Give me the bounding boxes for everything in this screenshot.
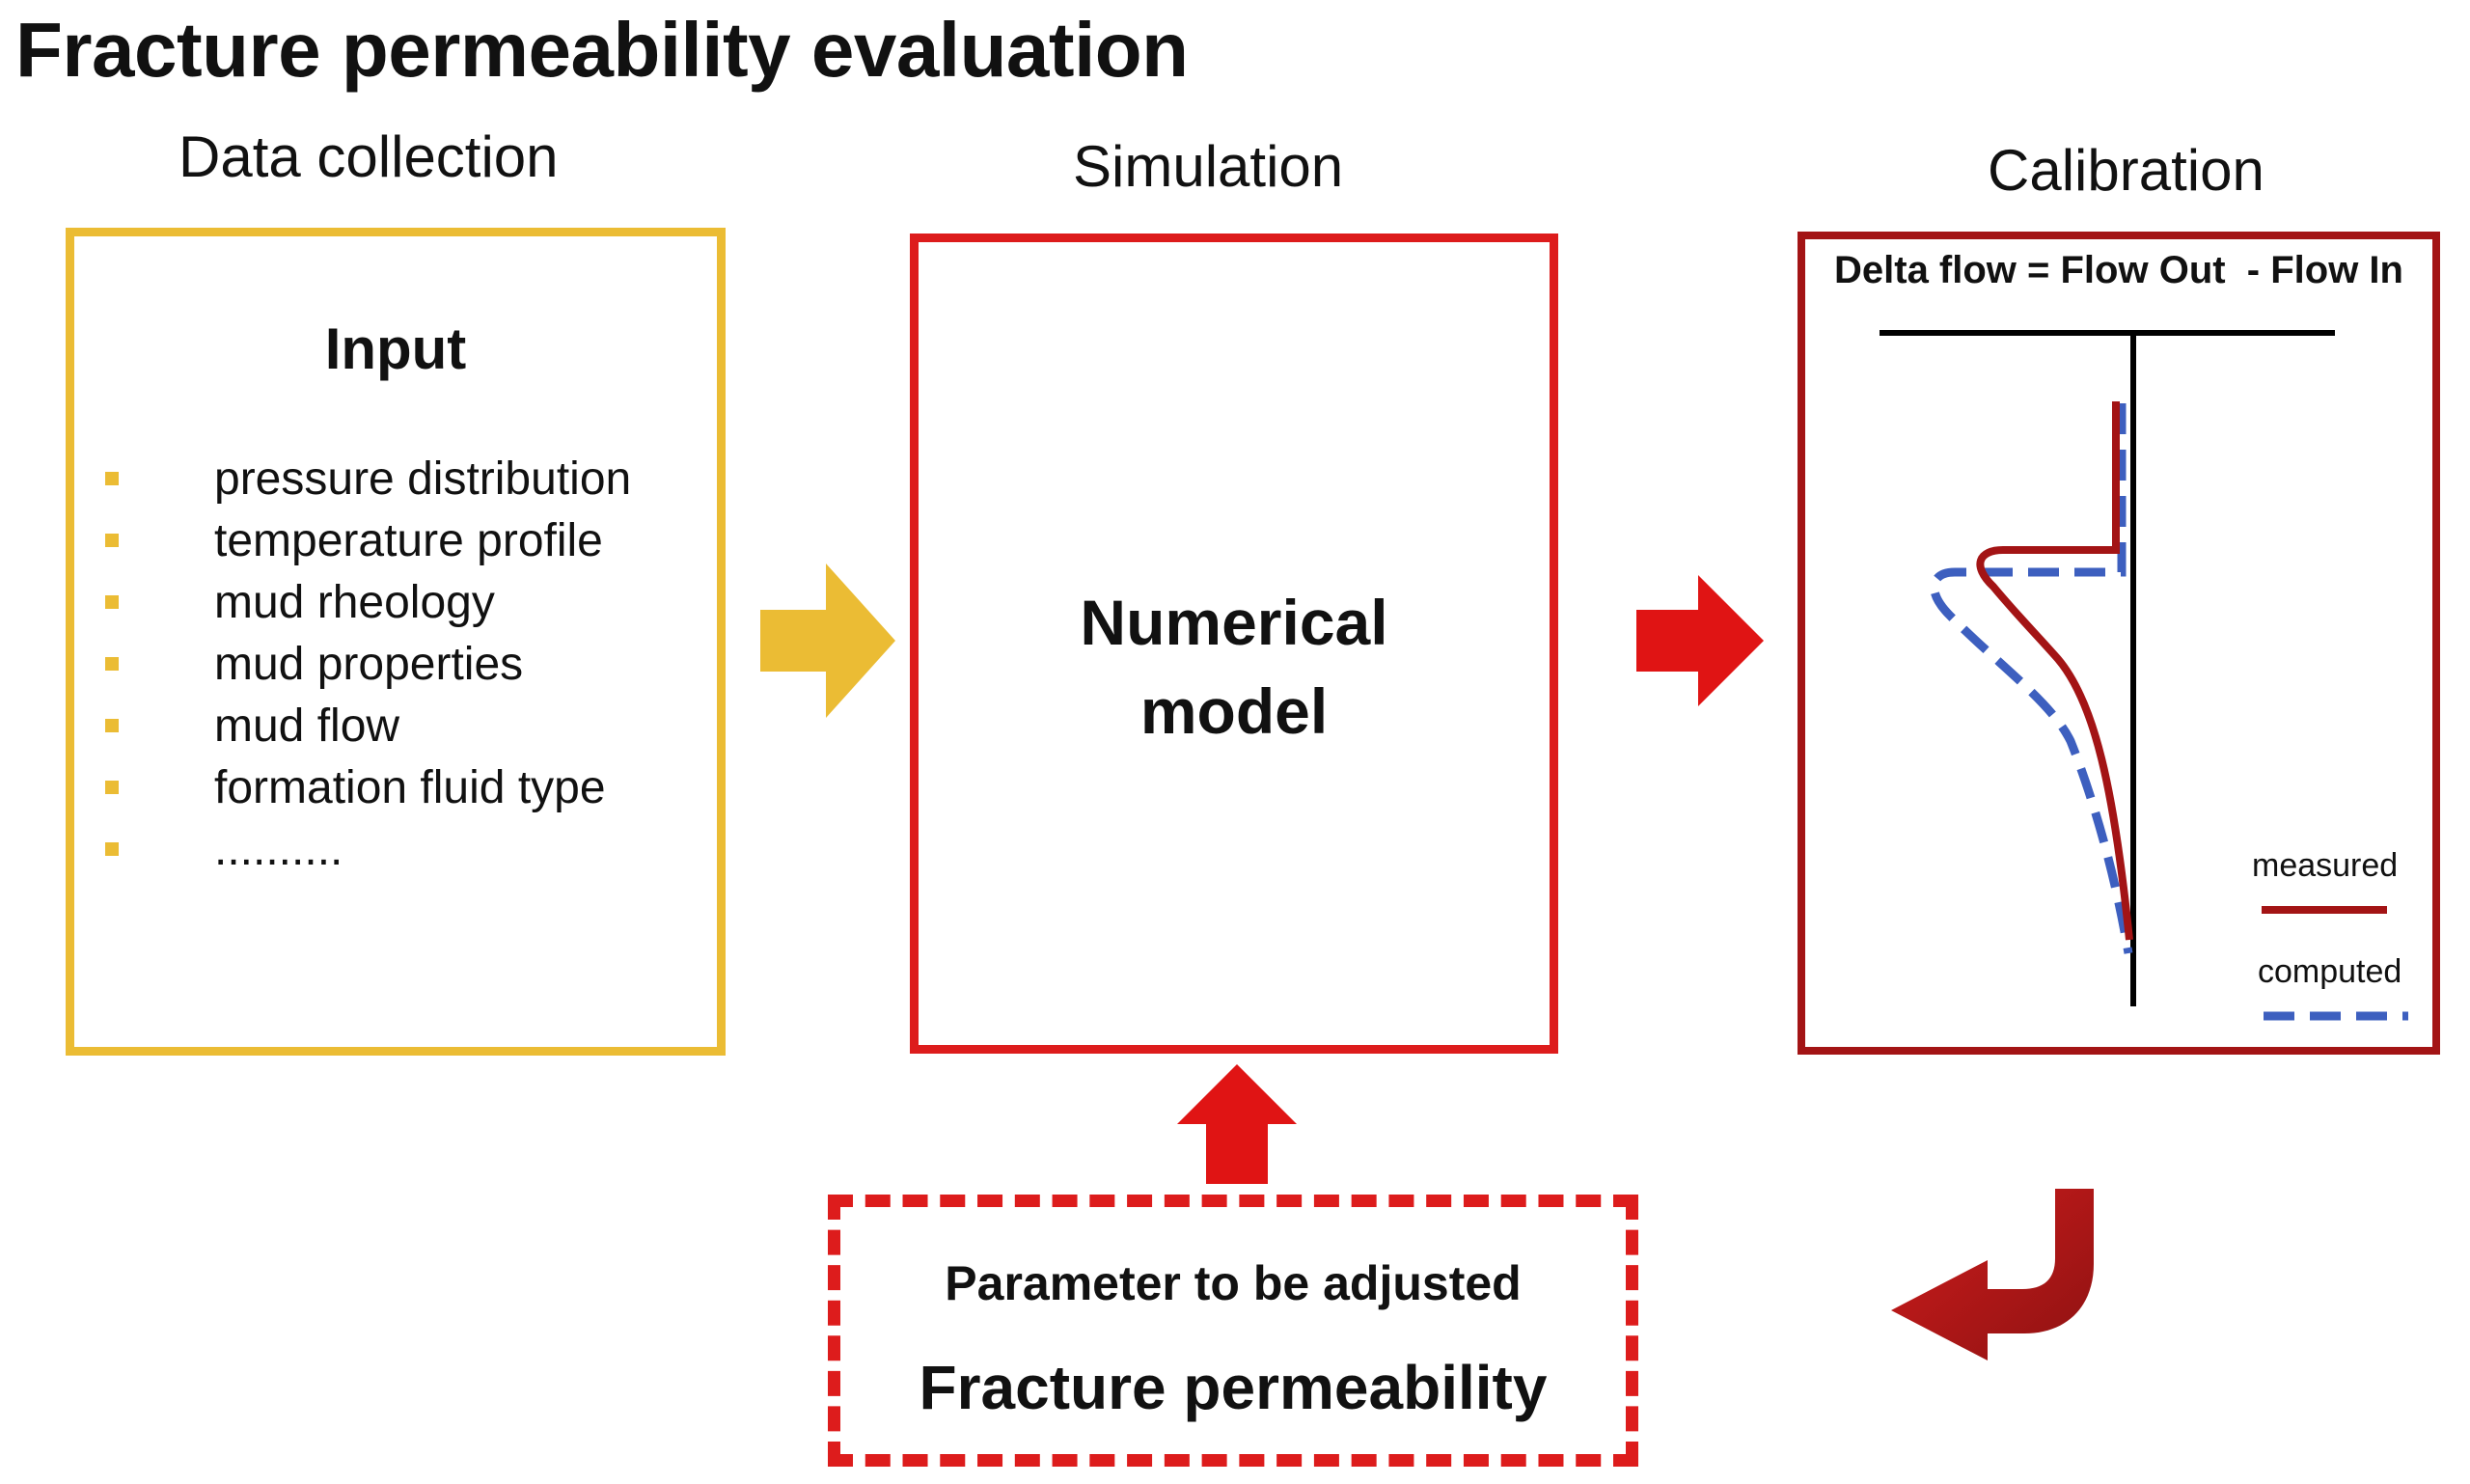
calibration-box: Delta flow = Flow Out - Flow In measured… [1798,232,2440,1055]
input-item: mud rheology [105,572,631,634]
bullet-icon [105,657,119,671]
input-item-label: .......... [214,824,343,875]
stage-label-data-collection: Data collection [178,124,559,189]
measured-curve [1976,401,2133,941]
input-item: mud flow [105,696,631,757]
input-item-label: formation fluid type [214,762,606,813]
numerical-model-box: Numerical model [910,234,1558,1054]
parameter-label: Parameter to be adjusted [945,1256,1522,1310]
input-list: pressure distribution temperature profil… [105,449,631,881]
curved-return-arrow-icon [1891,1189,2094,1360]
input-item-label: pressure distribution [214,453,632,505]
input-item: pressure distribution [105,449,631,510]
fracture-permeability-label: Fracture permeability [919,1353,1548,1422]
input-heading: Input [324,316,467,381]
input-box: Input pressure distribution temperature … [66,228,726,1056]
stage-label-calibration: Calibration [1988,138,2264,203]
input-item-label: mud flow [214,701,400,752]
diagram-title: Fracture permeability evaluation [15,7,1189,93]
input-item-label: mud rheology [214,577,495,628]
bullet-icon [105,842,119,856]
arrow-right-icon-model-to-calibration [1636,575,1764,706]
legend-measured-label: measured [2252,847,2399,884]
input-item-label: mud properties [214,639,524,690]
legend-computed-label: computed [2258,953,2402,990]
delta-flow-equation: Delta flow = Flow Out - Flow In [1834,249,2403,291]
bullet-icon [105,472,119,485]
stage-label-simulation: Simulation [1073,134,1344,199]
input-item: formation fluid type [105,757,631,819]
arrow-up-icon-parameter-to-model [1177,1064,1297,1184]
bullet-icon [105,781,119,794]
input-item: temperature profile [105,510,631,572]
input-item: mud properties [105,634,631,696]
bullet-icon [105,534,119,547]
input-item: .......... [105,819,631,881]
bullet-icon [105,595,119,609]
input-item-label: temperature profile [214,515,603,566]
bullet-icon [105,719,119,732]
arrow-right-icon-input-to-model [760,563,895,718]
computed-curve [1930,403,2133,954]
delta-flow-plot [1880,330,2408,1021]
parameter-box: Parameter to be adjusted Fracture permea… [828,1195,1638,1467]
numerical-model-label: Numerical model [1080,587,1388,747]
